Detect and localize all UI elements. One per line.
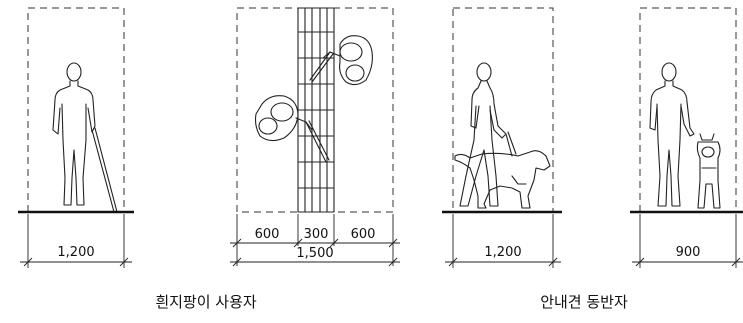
- panel-guide-dog-front: 900: [630, 7, 743, 268]
- person-with-cane-figure: [52, 62, 118, 213]
- tick-mark: [232, 257, 242, 267]
- tick-mark: [293, 238, 303, 248]
- person-front-figure: [649, 62, 695, 207]
- tick-mark: [448, 257, 458, 267]
- tick-mark: [232, 238, 242, 248]
- caption-guide-dog-users: 안내견 동반자: [540, 293, 628, 311]
- panel-cane-pair: 600 300 600 1,500: [230, 7, 400, 267]
- panel-cane-user: 1,200: [18, 7, 134, 268]
- clearance-envelope: [452, 7, 554, 213]
- tick-mark: [119, 257, 129, 267]
- tick-mark: [388, 238, 398, 248]
- tactile-paving-strip: [297, 7, 335, 213]
- tick-mark: [731, 257, 741, 267]
- person-plan-view-lower: [254, 95, 330, 163]
- person-plan-view-upper: [309, 35, 373, 86]
- tick-mark: [329, 238, 339, 248]
- dimension-label-segment-right: 600: [351, 227, 376, 242]
- dimension-label-segment-left: 600: [255, 227, 280, 242]
- guide-dog-figure: [454, 131, 551, 209]
- dimension-label-segment-middle: 300: [304, 227, 329, 242]
- dimension-label-total: 1,500: [296, 246, 333, 261]
- dimension-label: 1,200: [484, 245, 521, 260]
- panel-guide-dog: 1,200: [442, 7, 562, 268]
- tick-mark: [388, 257, 398, 267]
- dimension-label: 900: [676, 245, 701, 260]
- tick-mark: [635, 257, 645, 267]
- tick-mark: [23, 257, 33, 267]
- person-walking-figure: [459, 62, 507, 207]
- tick-mark: [548, 257, 558, 267]
- caption-cane-users: 흰지팡이 사용자: [155, 293, 257, 311]
- dimension-label: 1,200: [57, 245, 94, 260]
- guide-dog-front-figure: [696, 133, 721, 209]
